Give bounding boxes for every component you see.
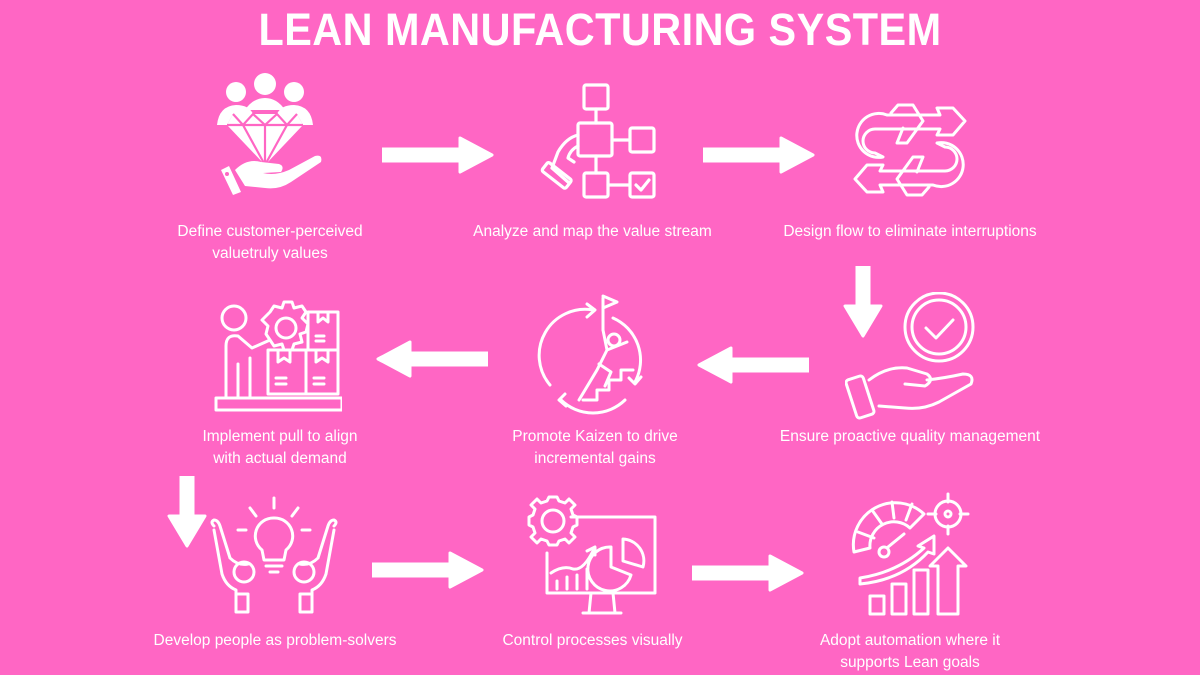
flow-arrow-down-1: [842, 266, 884, 340]
continuous-flow-loop-icon: [835, 95, 985, 205]
step-8-label: Control processes visually: [502, 632, 683, 649]
flow-arrow-left-2: [376, 340, 488, 378]
flow-arrow-right-2: [703, 136, 815, 174]
page-title: LEAN MANUFACTURING SYSTEM: [258, 4, 942, 55]
step-3-label: Design flow to eliminate interruptions: [783, 223, 1037, 240]
flow-arrow-left-1: [697, 346, 809, 384]
pull-system-inventory-icon: [212, 298, 342, 413]
visual-control-monitor-icon: [527, 495, 662, 620]
step-1-label: Define customer-perceived valuetruly val…: [177, 223, 363, 262]
value-stream-map-icon: [538, 80, 658, 205]
step-5-label: Promote Kaizen to drive incremental gain…: [512, 428, 678, 467]
quality-check-hand-icon: [845, 292, 980, 422]
kaizen-climb-icon: [535, 290, 650, 415]
flow-arrow-right-3: [372, 551, 484, 589]
step-6-label: Implement pull to align with actual dema…: [202, 428, 358, 467]
flow-arrow-right-4: [692, 554, 804, 592]
people-idea-icon: [208, 494, 343, 619]
flow-arrow-right-1: [382, 136, 494, 174]
step-4-label: Ensure proactive quality management: [779, 428, 1041, 445]
step-2-label: Analyze and map the value stream: [473, 223, 712, 240]
flow-arrow-down-2: [166, 476, 208, 550]
step-9-label: Adopt automation where it supports Lean …: [819, 632, 1001, 671]
automation-growth-icon: [848, 492, 978, 617]
step-7-label: Develop people as problem-solvers: [153, 632, 397, 649]
customer-value-diamond-hand-icon: [205, 70, 325, 195]
